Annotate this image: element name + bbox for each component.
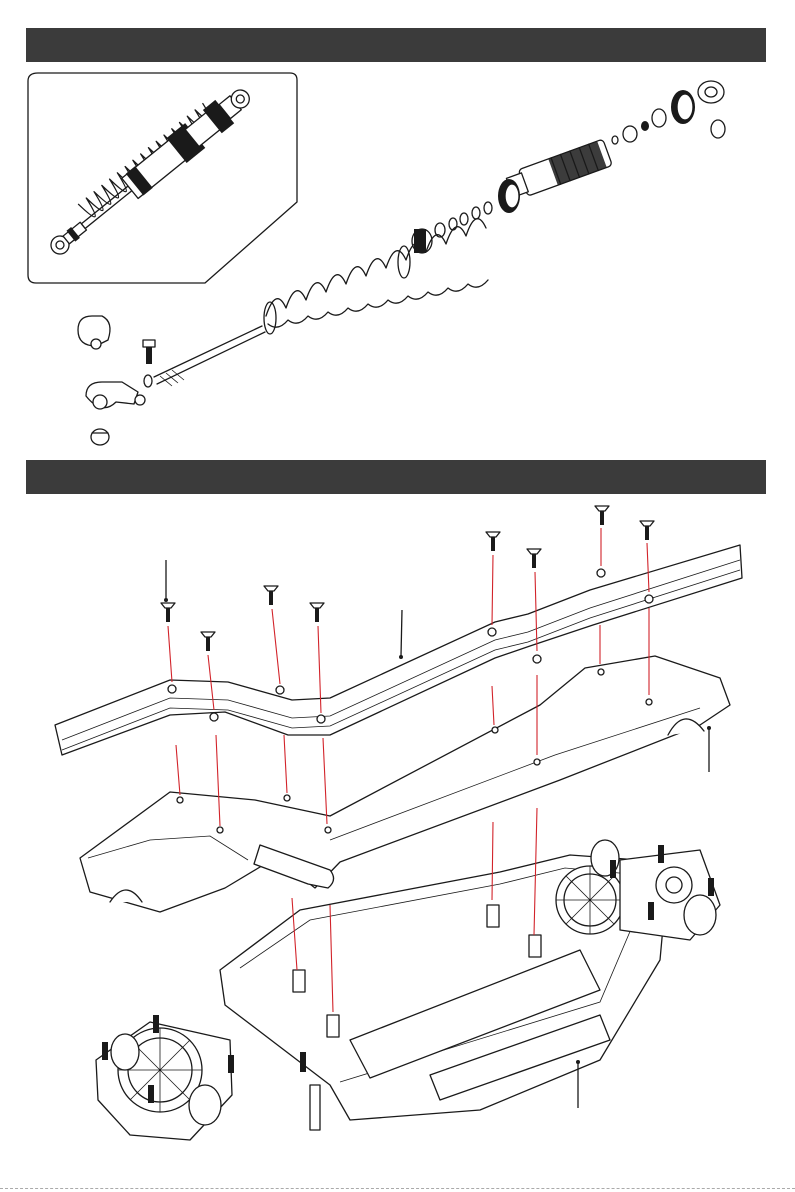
screw-icon [486,532,500,551]
shock-cap-icon [698,81,725,138]
shock-spring-icon [264,219,488,334]
screw-icon [161,603,175,622]
shock-seal-cap-icon [498,179,520,213]
pivot-ball-icon [91,429,109,445]
shock-assembled-icon [40,78,257,263]
screw-icon [264,586,278,605]
shock-collar-icon [612,90,695,144]
shock-assembled-inset [28,73,297,283]
shock-body-icon [505,139,612,201]
rod-end-icon [86,382,145,409]
screw-icon [143,340,155,364]
washer-icon [144,375,152,387]
spring-retainer-icon [412,229,432,253]
rear-differential-icon [556,840,720,940]
screw-icon [310,603,324,622]
shock-shaft-icon [154,326,265,386]
rod-end-cap-icon [78,316,110,349]
page-bottom-rule [0,1188,795,1189]
screw-icon [527,549,541,568]
screw-icon [595,506,609,525]
screw-icon [640,521,654,540]
screw-icon [201,632,215,651]
